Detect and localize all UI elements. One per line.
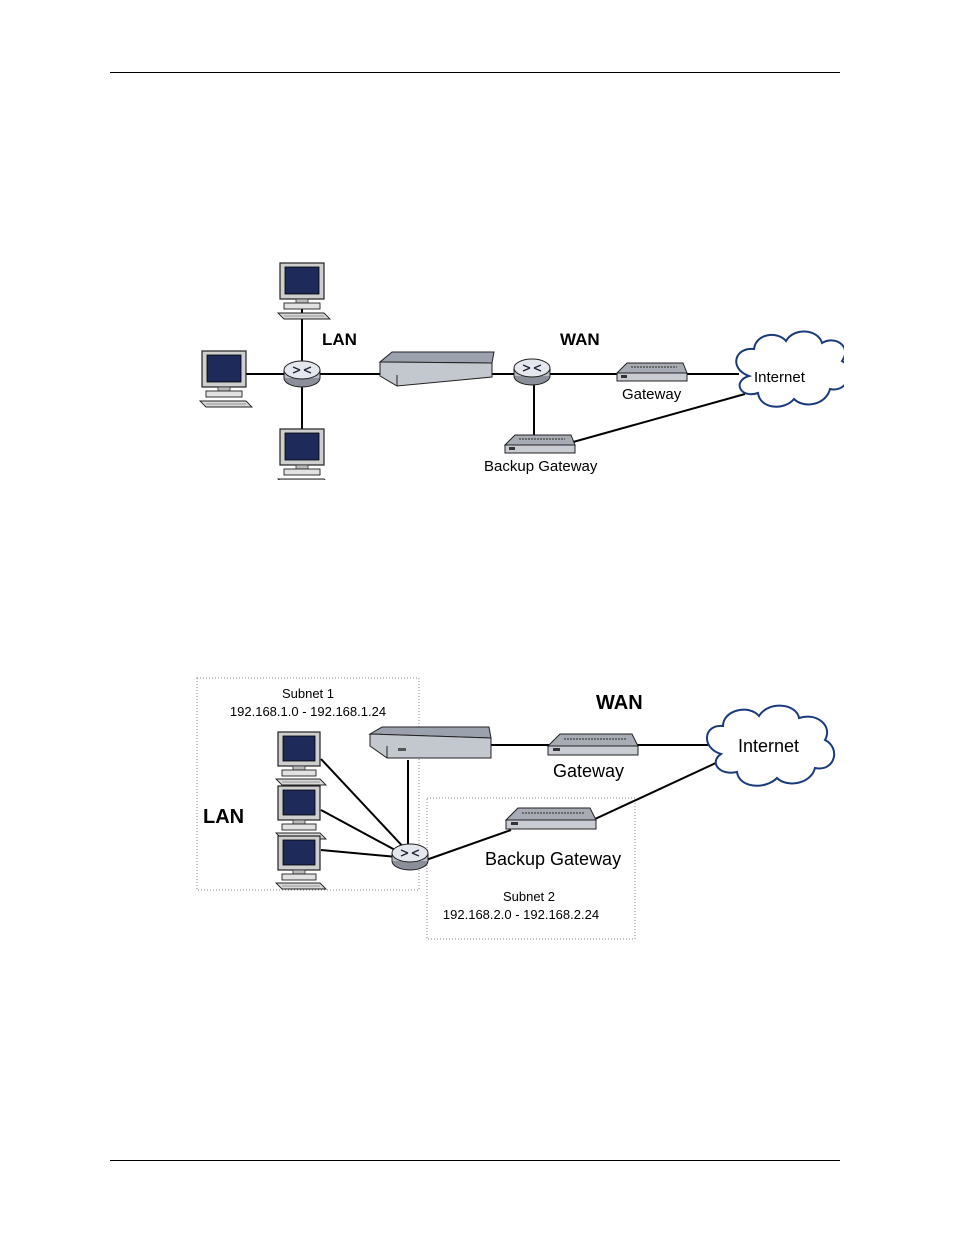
subnet-2-range: 192.168.2.0 - 192.168.2.24 <box>443 907 599 922</box>
gateway-icon <box>548 734 638 755</box>
security-appliance-icon <box>370 727 491 758</box>
lan-router-icon <box>392 844 428 870</box>
computer-icon <box>276 836 326 889</box>
backup-gateway-icon <box>506 808 596 829</box>
computer-icon <box>276 732 326 785</box>
security-appliance-icon <box>380 352 494 386</box>
wan-router-icon <box>514 359 550 385</box>
computer-icon <box>200 351 252 407</box>
internet-label: Internet <box>738 736 799 756</box>
subnet-2-title: Subnet 2 <box>503 889 555 904</box>
gateway-icon <box>617 363 687 381</box>
wan-label: WAN <box>560 330 600 349</box>
network-diagram-2: Subnet 1 192.168.1.0 - 192.168.1.24 WAN … <box>193 672 845 942</box>
footer-rule <box>110 1160 840 1161</box>
computer-icon <box>278 429 330 480</box>
connection-lines <box>321 745 718 860</box>
subnet-1-title: Subnet 1 <box>282 686 334 701</box>
computer-icon <box>278 263 330 319</box>
gateway-label: Gateway <box>622 386 682 403</box>
internet-label: Internet <box>754 369 806 386</box>
computer-icon <box>276 786 326 839</box>
wan-label: WAN <box>596 692 643 714</box>
lan-label: LAN <box>203 806 244 828</box>
backup-gateway-label: Backup Gateway <box>484 458 598 475</box>
network-diagram-1: LAN WAN Internet Gateway Backup Gateway <box>194 255 844 480</box>
backup-gateway-icon <box>505 435 575 453</box>
lan-router-icon <box>284 361 320 387</box>
subnet-1-range: 192.168.1.0 - 192.168.1.24 <box>230 704 386 719</box>
backup-gateway-label: Backup Gateway <box>485 849 621 869</box>
gateway-label: Gateway <box>553 761 624 781</box>
lan-label: LAN <box>322 330 357 349</box>
header-rule <box>110 72 840 73</box>
